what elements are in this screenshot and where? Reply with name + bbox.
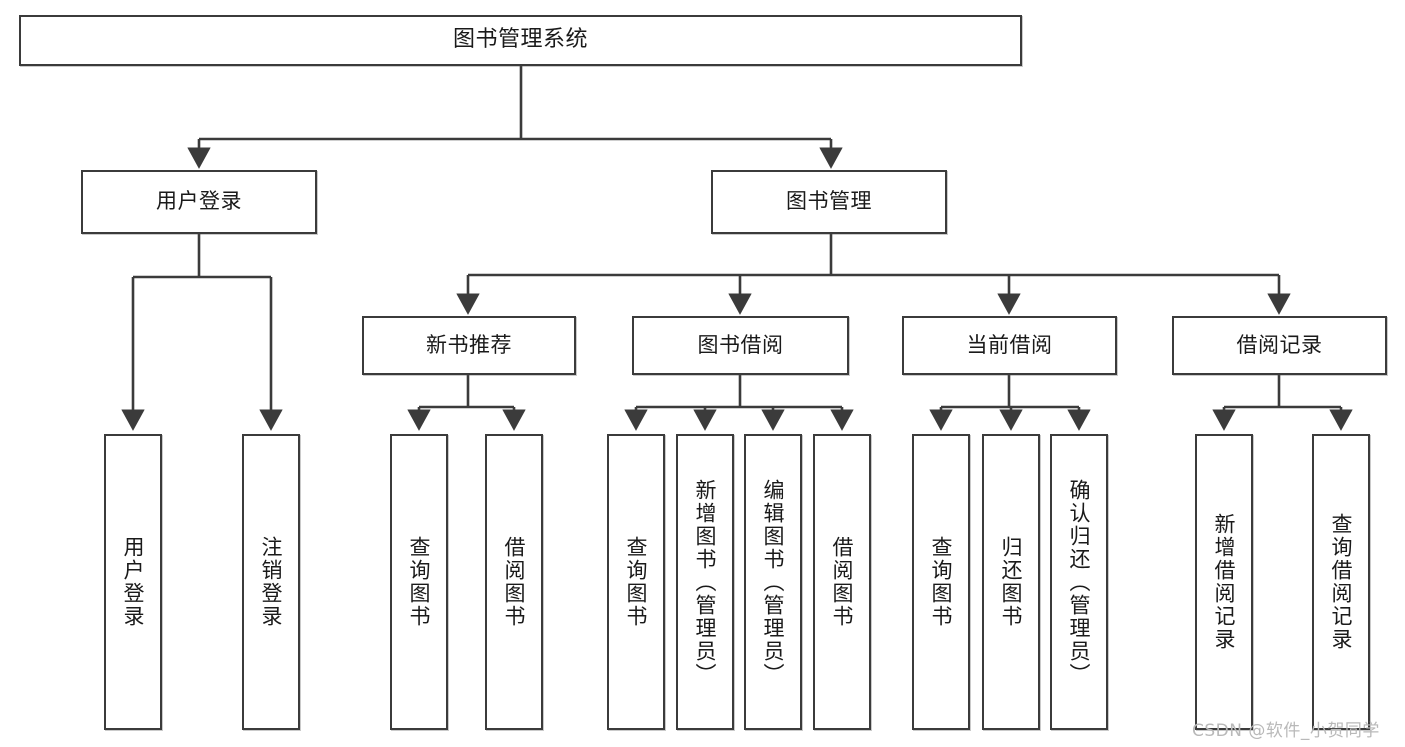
node-label: 编辑图书（管理员） <box>761 478 786 686</box>
node-label: 新增图书（管理员） <box>693 478 718 686</box>
leaf-user-login-logout[interactable]: 注销登录 <box>242 434 300 730</box>
node-label: 查询图书 <box>929 536 954 628</box>
node-book-management[interactable]: 图书管理 <box>711 170 947 234</box>
node-label: 图书管理 <box>786 189 872 214</box>
node-label: 注销登录 <box>259 536 284 628</box>
leaf-current-query-book[interactable]: 查询图书 <box>912 434 970 730</box>
node-label: 图书借阅 <box>697 332 784 357</box>
node-label: 借阅图书 <box>830 536 855 628</box>
node-label: 借阅图书 <box>502 536 527 628</box>
node-current-borrow[interactable]: 当前借阅 <box>902 316 1117 375</box>
node-label: 当前借阅 <box>966 332 1053 357</box>
leaf-borrow-edit-book[interactable]: 编辑图书（管理员） <box>744 434 802 730</box>
node-root-system[interactable]: 图书管理系统 <box>19 15 1022 66</box>
node-label: 用户登录 <box>121 536 146 628</box>
node-new-book-recommend[interactable]: 新书推荐 <box>362 316 576 375</box>
node-label: 查询图书 <box>407 536 432 628</box>
leaf-current-confirm-return[interactable]: 确认归还（管理员） <box>1050 434 1108 730</box>
node-label: 图书管理系统 <box>452 27 588 53</box>
node-user-login[interactable]: 用户登录 <box>81 170 317 234</box>
leaf-new-book-borrow[interactable]: 借阅图书 <box>485 434 543 730</box>
leaf-new-book-query[interactable]: 查询图书 <box>390 434 448 730</box>
node-borrow-record[interactable]: 借阅记录 <box>1172 316 1387 375</box>
node-book-borrow[interactable]: 图书借阅 <box>632 316 849 375</box>
leaf-record-query-record[interactable]: 查询借阅记录 <box>1312 434 1370 730</box>
node-label: 新书推荐 <box>426 332 512 357</box>
leaf-record-add-record[interactable]: 新增借阅记录 <box>1195 434 1253 730</box>
node-label: 用户登录 <box>156 189 242 214</box>
csdn-watermark: CSDN @软件_小贺同学 <box>1192 721 1380 741</box>
leaf-borrow-query-book[interactable]: 查询图书 <box>607 434 665 730</box>
node-label: 确认归还（管理员） <box>1067 478 1092 686</box>
node-label: 新增借阅记录 <box>1212 513 1237 651</box>
leaf-user-login-login[interactable]: 用户登录 <box>104 434 162 730</box>
leaf-current-return-book[interactable]: 归还图书 <box>982 434 1040 730</box>
leaf-borrow-borrow-book[interactable]: 借阅图书 <box>813 434 871 730</box>
node-label: 归还图书 <box>999 536 1024 628</box>
node-label: 借阅记录 <box>1236 332 1323 357</box>
node-label: 查询借阅记录 <box>1329 513 1354 651</box>
node-label: 查询图书 <box>624 536 649 628</box>
leaf-borrow-add-book[interactable]: 新增图书（管理员） <box>676 434 734 730</box>
